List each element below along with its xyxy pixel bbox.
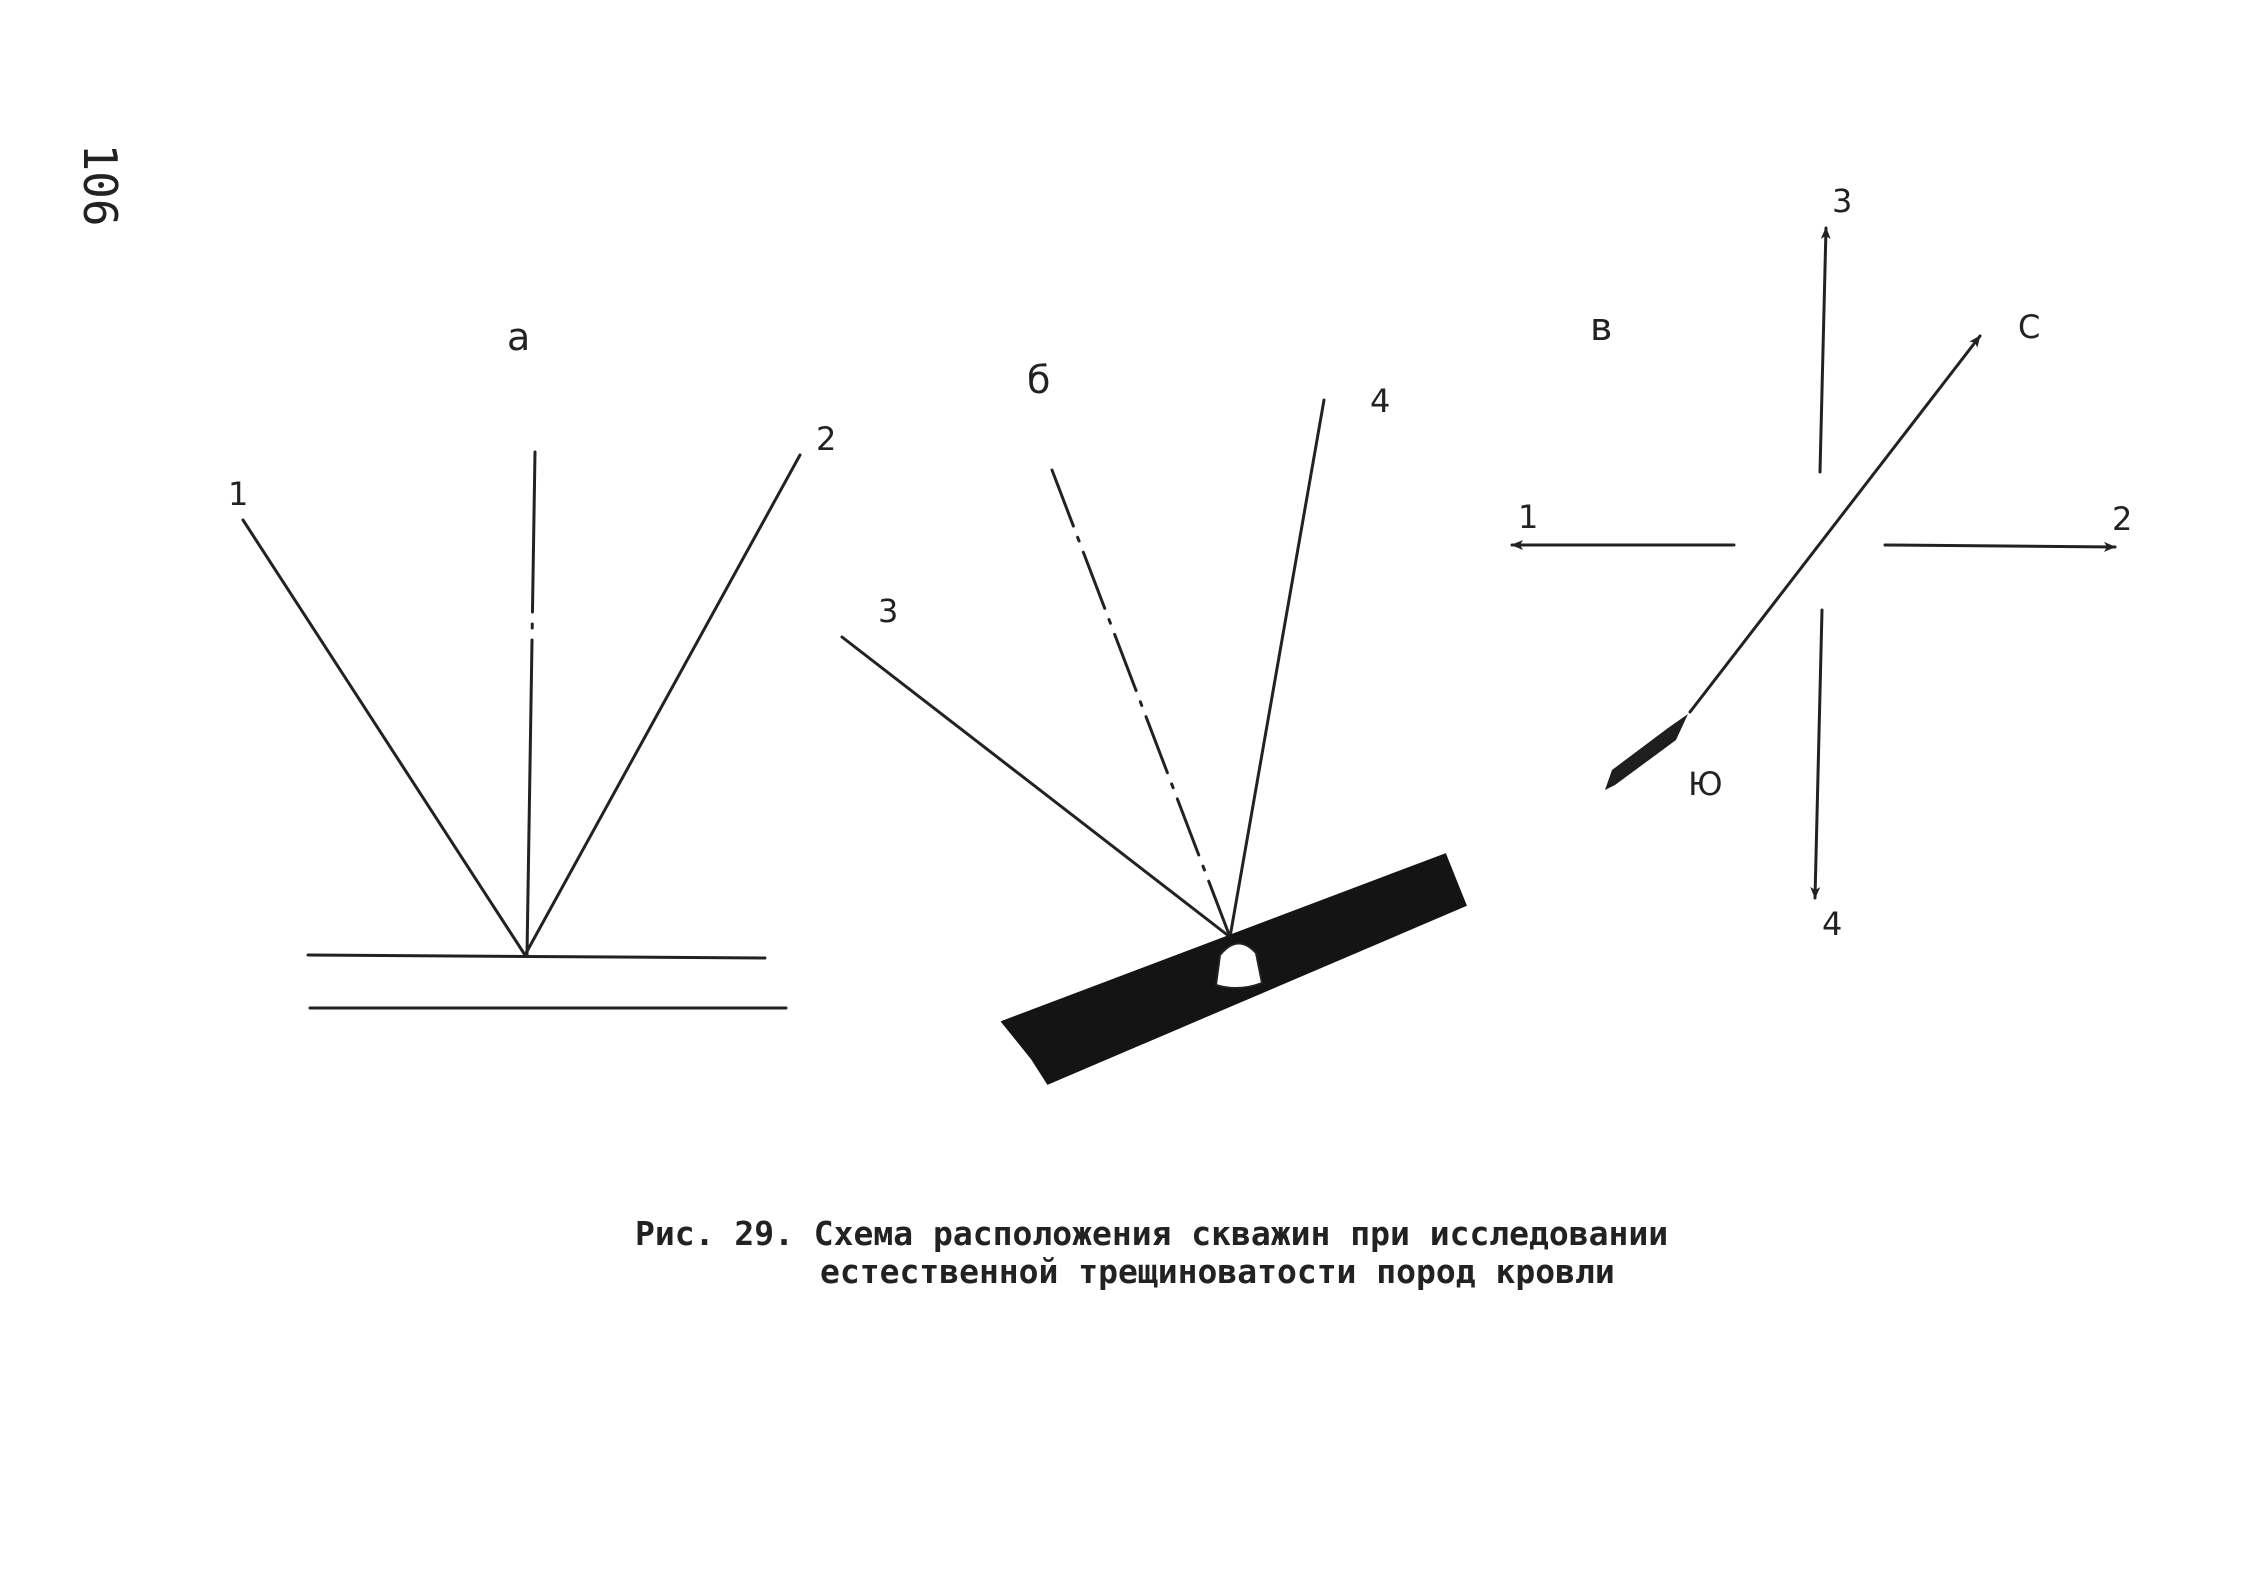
compass-south-arrow-tail <box>1605 714 1688 790</box>
compass-north-arrow <box>1688 334 1982 714</box>
diagram-a-label: а <box>507 315 530 359</box>
arrow-2-right <box>1883 541 2117 552</box>
arrow-4-label: 4 <box>1822 905 1842 943</box>
arrow-4-down <box>1810 608 1824 900</box>
compass-north-label: С <box>2018 308 2040 346</box>
diagram-v-label: в <box>1590 305 1612 349</box>
mine-working-gallery <box>1214 942 1264 989</box>
caption-line-1: Рис. 29. Схема расположения скважин при … <box>635 1214 1669 1253</box>
borehole-a-2-line <box>523 453 802 957</box>
compass-south-label: Ю <box>1688 765 1723 803</box>
arrow-3-up <box>1818 226 1831 474</box>
seam-roof-line <box>306 953 767 960</box>
borehole-a-1-label: 1 <box>228 475 248 513</box>
caption-line-2: естественной трещиноватости пород кровли <box>820 1252 1615 1291</box>
diagram-a: а 1 2 <box>228 315 836 1010</box>
borehole-b-axis <box>1050 468 1232 939</box>
figure-caption: Рис. 29. Схема расположения скважин при … <box>635 1215 1835 1291</box>
arrow-2-label: 2 <box>2112 500 2132 538</box>
borehole-a-vertical-axis <box>525 450 537 957</box>
arrow-3-label: 3 <box>1832 182 1852 220</box>
borehole-b-4-line <box>1228 398 1326 939</box>
borehole-a-2-label: 2 <box>816 420 836 458</box>
borehole-b-3-label: 3 <box>878 592 898 630</box>
borehole-b-4-label: 4 <box>1370 382 1390 420</box>
diagram-b-label: б <box>1027 358 1050 402</box>
borehole-a-1-line <box>241 518 527 957</box>
arrow-1-label: 1 <box>1518 498 1538 536</box>
borehole-b-3-line <box>840 635 1232 939</box>
diagram-b: б 3 4 <box>840 358 1467 1085</box>
diagram-v: в 3 1 2 4 С Ю <box>1510 182 2132 943</box>
